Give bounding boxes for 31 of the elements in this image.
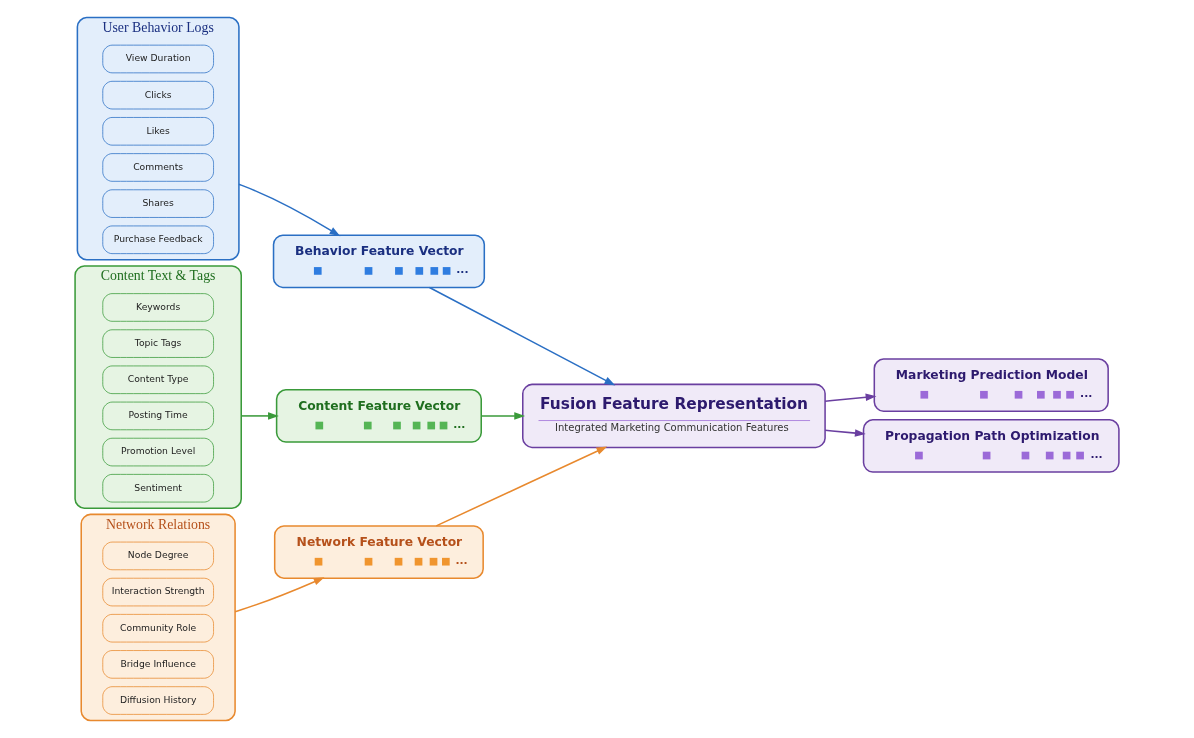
node-box: Posting Time bbox=[102, 401, 214, 431]
arrow bbox=[824, 429, 866, 437]
node-box: Community Role bbox=[102, 614, 214, 643]
node-box: Interaction Strength bbox=[102, 577, 214, 607]
arrow bbox=[480, 412, 526, 420]
node-box: Bridge Influence bbox=[102, 650, 214, 679]
node-box: Topic Tags bbox=[102, 329, 214, 358]
node-box: Node Degree bbox=[102, 541, 214, 571]
node-box: Sentiment bbox=[102, 474, 214, 503]
node-box: Propagation Path Optimization ... bbox=[862, 419, 1120, 473]
node-box: View Duration bbox=[102, 44, 214, 74]
node-box: Shares bbox=[102, 189, 214, 218]
arrow bbox=[435, 446, 608, 527]
arrow bbox=[240, 412, 279, 420]
arrow bbox=[238, 183, 341, 237]
node-box: Comments bbox=[102, 153, 214, 182]
node-box: Behavior Feature Vector ... bbox=[272, 234, 486, 289]
node-box: Fusion Feature Representation Integrated Marketing Communication Features bbox=[522, 383, 826, 449]
node-box: Diffusion History bbox=[102, 686, 214, 715]
arrow bbox=[428, 286, 616, 386]
node-box: Clicks bbox=[102, 80, 214, 110]
node-box: Content Feature Vector ... bbox=[275, 389, 482, 443]
node-box: Marketing Prediction Model ... bbox=[873, 358, 1109, 413]
node-box: Keywords bbox=[102, 293, 214, 322]
arrow bbox=[234, 577, 325, 613]
node-box: Purchase Feedback bbox=[102, 225, 214, 254]
node-box: Network Feature Vector ... bbox=[273, 525, 484, 579]
node-box: Content Type bbox=[102, 365, 214, 394]
node-box: Likes bbox=[102, 117, 214, 146]
arrow bbox=[824, 393, 877, 403]
node-box: Promotion Level bbox=[102, 437, 214, 467]
